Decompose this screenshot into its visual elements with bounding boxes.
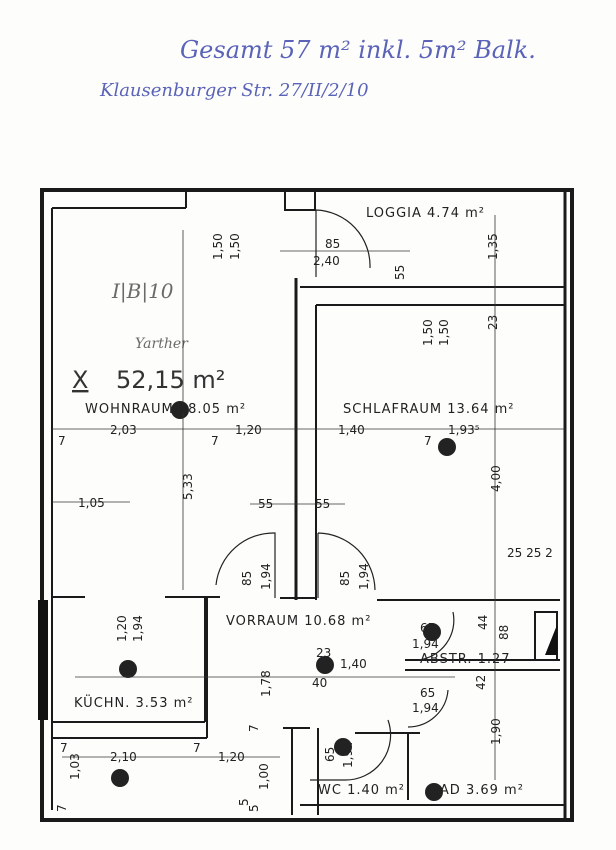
dimension-label: 2,10 (110, 750, 137, 764)
dimension-label: 44 (476, 615, 490, 630)
dimension-label: 5 (237, 798, 251, 806)
dimension-label: 55 (315, 497, 330, 511)
dimension-label: 7 (55, 804, 69, 812)
dimension-label: 1,20 (235, 423, 262, 437)
dimension-label: 1,94 (259, 563, 273, 590)
dimension-label: 1,93⁵ (448, 423, 480, 437)
dimension-label: 7 (211, 434, 219, 448)
dimension-label: 1,50 (228, 233, 242, 260)
door-swings (215, 209, 455, 781)
room-vorraum: VORRAUM 10.68 m² (226, 614, 371, 629)
dimension-label: 2,40 (313, 254, 340, 268)
dimension-label: 1,50 (437, 319, 451, 346)
dimension-label: 1,90 (489, 718, 503, 745)
dimension-label: 23 (316, 646, 331, 660)
dimension-label: 1,78 (259, 670, 273, 697)
dimension-label: 65 (323, 747, 337, 762)
dimension-label: 85 (240, 571, 254, 586)
dimension-lines (52, 215, 565, 780)
room-wc: WC 1.40 m² (318, 783, 405, 798)
dimension-label: 7 (247, 724, 261, 732)
dimension-labels: 1,50 1,50 85 2,40 55 1,35 1,50 1,50 23 2… (55, 233, 553, 812)
walls (38, 188, 574, 822)
dimension-label: 7 (424, 434, 432, 448)
dimension-label: 1,40 (340, 657, 367, 671)
room-loggia: LOGGIA 4.74 m² (366, 206, 485, 221)
note-unit: I|B|10 (111, 279, 174, 304)
dimension-label: 1,35 (486, 233, 500, 260)
note-total: Gesamt 57 m² inkl. 5m² Balk. (180, 36, 536, 64)
note-name: Yarther (135, 336, 189, 352)
dimension-label: 1,20 (115, 615, 129, 642)
dimension-label: 1,94 (357, 563, 371, 590)
dimension-label: 1,94 (131, 615, 145, 642)
dimension-label: 85 (325, 237, 340, 251)
dimension-label: 5,33 (181, 473, 195, 500)
dimension-label: 55 (258, 497, 273, 511)
note-address: Klausenburger Str. 27/II/2/10 (99, 80, 369, 101)
dimension-label: 7 (60, 741, 68, 755)
room-bad: BAD 3.69 m² (430, 783, 524, 798)
dimension-label: 1,94 (412, 701, 439, 715)
dimension-label: 1,50 (421, 319, 435, 346)
dimension-label: 1,94 (341, 741, 355, 768)
dimension-label: 65 (420, 621, 435, 635)
room-kueche: KÜCHN. 3.53 m² (74, 694, 194, 711)
dimension-label: 1,94 (412, 637, 439, 651)
room-wohnraum: WOHNRAUM 18.05 m² (85, 402, 246, 417)
dimension-label: 1,20 (218, 750, 245, 764)
dimension-label: 7 (193, 741, 201, 755)
dimension-label: 42 (474, 675, 488, 690)
dimension-label: 1,00 (257, 763, 271, 790)
dimension-label: 1,03 (68, 753, 82, 780)
dimension-label: 1,50 (211, 233, 225, 260)
dimension-label: 88 (497, 625, 511, 640)
total-area: 52,15 m² (116, 366, 225, 394)
dimension-label: 85 (338, 571, 352, 586)
room-abstr: ABSTR. 1.27 (420, 652, 511, 667)
dimension-label: 7 (58, 434, 66, 448)
room-schlafraum: SCHLAFRAUM 13.64 m² (343, 402, 515, 417)
dimension-label: 5 (247, 804, 261, 812)
total-mark: X (72, 366, 88, 394)
dimension-label: 25 25 2 (507, 546, 553, 560)
dimension-label: 1,40 (338, 423, 365, 437)
dimension-label: 40 (312, 676, 327, 690)
dimension-label: 65 (420, 686, 435, 700)
dimension-label: 1,05 (78, 496, 105, 510)
dimension-label: 4,00 (489, 465, 503, 492)
dimension-label: 23 (486, 315, 500, 330)
dimension-label: 2,03 (110, 423, 137, 437)
dimension-label: 55 (393, 265, 407, 280)
ceiling-lights (111, 401, 456, 801)
